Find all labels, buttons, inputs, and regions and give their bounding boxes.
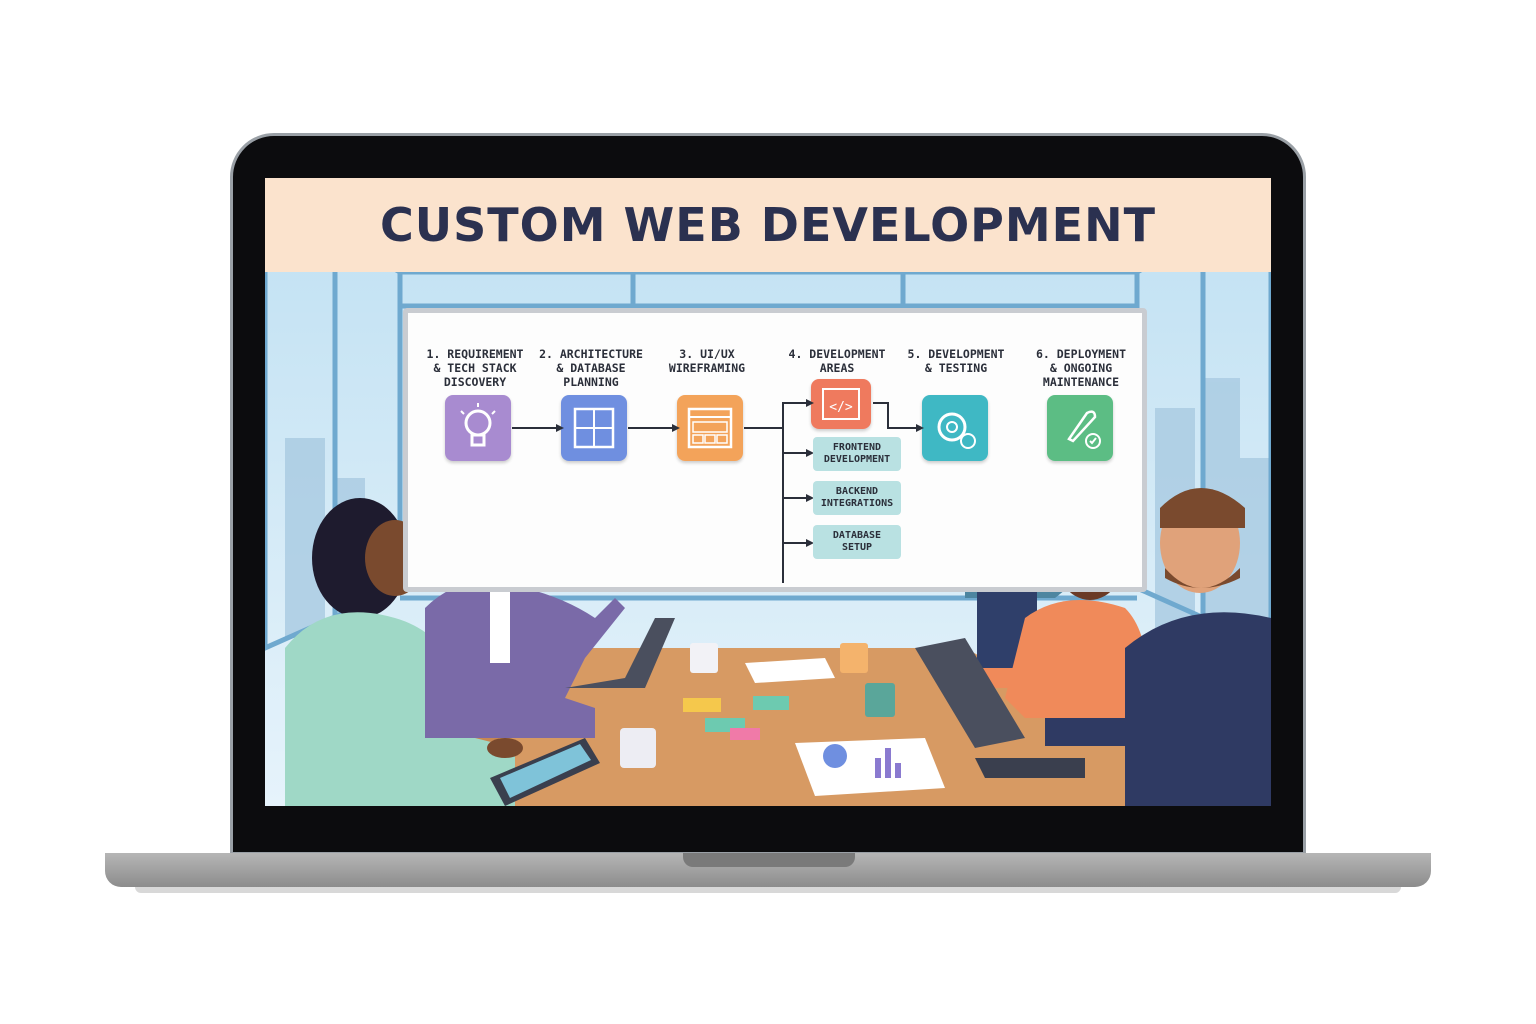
- dev-area-backend: BACKEND INTEGRATIONS: [813, 481, 901, 515]
- code-icon: </>: [811, 379, 871, 429]
- step-label-6: 6. DEPLOYMENT & ONGOING MAINTENANCE: [1035, 347, 1126, 389]
- laptop-notch: [683, 853, 855, 867]
- step-label-4: 4. DEVELOPMENT AREAS: [788, 347, 886, 375]
- gear-icon: [922, 395, 988, 461]
- office-background: [265, 178, 1271, 806]
- dev-area-database: DATABASE SETUP: [813, 525, 901, 559]
- rocket-icon: [1047, 395, 1113, 461]
- laptop-screen: CUSTOM WEB DEVELOPMENT 1. REQUIREMENT & …: [265, 178, 1271, 806]
- banner-title: CUSTOM WEB DEVELOPMENT: [380, 198, 1156, 252]
- step-label-1: 1. REQUIREMENT & TECH STACK DISCOVERY: [426, 347, 524, 389]
- step-label-3: 3. UI/UX WIREFRAMING: [668, 347, 746, 375]
- dev-area-frontend: FRONTEND DEVELOPMENT: [813, 437, 901, 471]
- whiteboard: 1. REQUIREMENT & TECH STACK DISCOVERY 2.…: [403, 308, 1147, 592]
- lightbulb-icon: [445, 395, 511, 461]
- step-label-5: 5. DEVELOPMENT & TESTING: [907, 347, 1005, 375]
- wireframe-icon: [677, 395, 743, 461]
- step-label-2: 2. ARCHITECTURE & DATABASE PLANNING: [539, 347, 643, 389]
- blueprint-icon: [561, 395, 627, 461]
- laptop-shadow: [135, 887, 1401, 893]
- svg-text:</>: </>: [829, 400, 853, 415]
- banner: CUSTOM WEB DEVELOPMENT: [265, 178, 1271, 272]
